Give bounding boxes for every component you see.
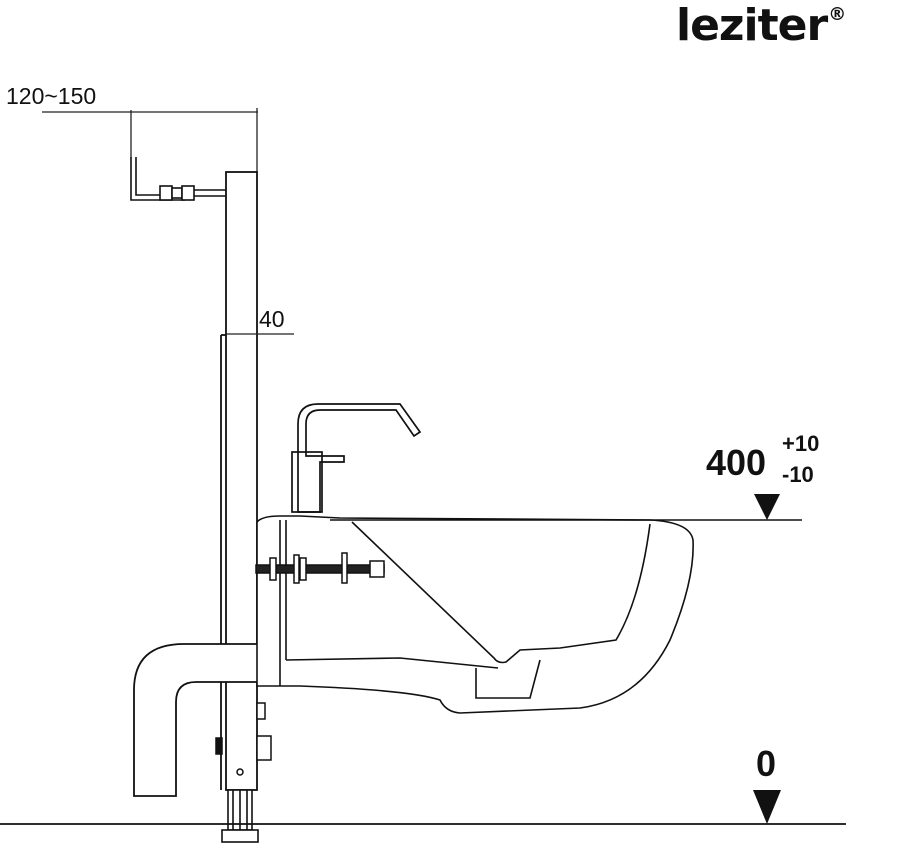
bracket-offset-label: 120~150 [6,83,96,109]
frame-fittings [215,702,272,776]
brand-logo: leziter® [676,0,846,51]
seat-height-upper-tolerance: +10 [782,431,819,456]
registered-mark: ® [828,4,846,25]
mounting-bolts [255,552,385,584]
brand-name: leziter [676,0,828,51]
bracket-offset-dimension [42,108,258,172]
floor-level-label: 0 [756,743,776,784]
frame-depth-label: 40 [259,306,285,332]
mounting-frame [220,171,258,791]
floor-line [0,790,846,825]
seat-height-lower-tolerance: -10 [782,462,814,487]
frame-feet [221,789,259,843]
seat-height-marker [330,494,802,521]
bidet-faucet [291,403,422,513]
wall-hung-toilet [256,515,694,714]
wall-bracket [130,157,226,201]
seat-height-value: 400 [706,442,766,483]
